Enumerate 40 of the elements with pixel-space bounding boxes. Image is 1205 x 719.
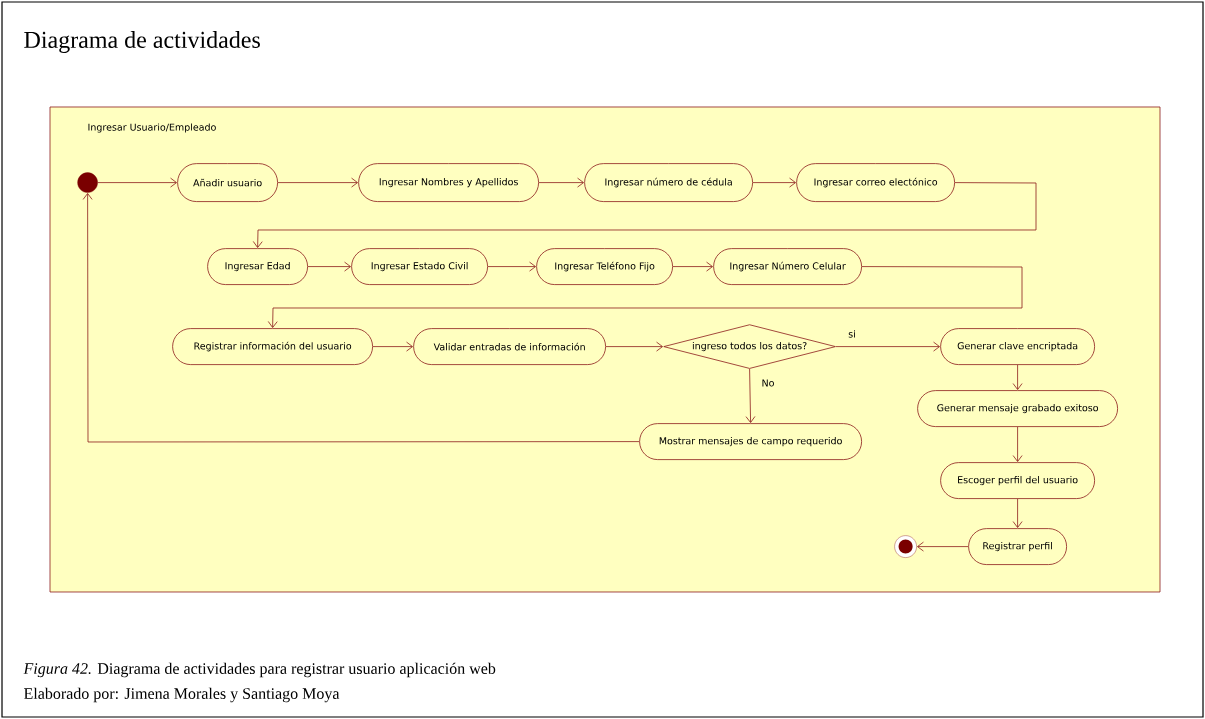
arrow [917, 541, 969, 552]
arrow [487, 261, 536, 272]
arrow [372, 341, 413, 352]
activity-box: Añadir usuario [177, 163, 278, 202]
activity-box: Generar clave encriptada [940, 328, 1095, 365]
arrow [538, 177, 584, 188]
figure-caption: Figura 42. Diagrama de actividades para registrar usuario aplicación web [23, 662, 496, 678]
arrow [835, 341, 940, 352]
arrow [752, 177, 796, 188]
activity-box: Ingresar Nombres y Apellidos [358, 163, 539, 202]
arrow [82, 193, 640, 443]
activity-box: Ingresar Edad [207, 248, 308, 285]
activity-box: Ingresar Estado Civil [351, 248, 488, 285]
activity-box: Registrar información del usuario [172, 328, 373, 365]
edge-label: No [760, 378, 776, 388]
arrow [1012, 498, 1023, 528]
arrow [745, 368, 756, 423]
arrow [605, 341, 663, 352]
activity-box: Escoger perfil del usuario [940, 462, 1095, 499]
diagram-title: Diagrama de actividades [24, 31, 260, 53]
arrow [307, 261, 351, 272]
activity-box: Ingresar número de cédula [584, 163, 753, 202]
activity-box: Validar entradas de información [413, 328, 606, 365]
arrow [1012, 364, 1023, 390]
activity-box: Ingresar Teléfono Fijo [536, 248, 673, 285]
end-dot [894, 535, 917, 558]
arrow [1012, 426, 1023, 462]
activity-box: Mostrar mensajes de campo requerido [639, 423, 862, 460]
arrow [252, 182, 1037, 248]
arrow [672, 261, 713, 272]
arrow [277, 177, 358, 188]
activity-box: Registrar perfil [968, 528, 1067, 565]
activity-box: Generar mensaje grabado exitoso [917, 390, 1118, 427]
edge-label: si [847, 329, 857, 339]
author-note: Elaborado por: Jimena Morales y Santiago Moya [24, 687, 340, 703]
start-dot [77, 172, 98, 193]
activity-box: Ingresar Número Celular [713, 248, 862, 285]
activity-box: Ingresar correo electónico [796, 163, 955, 202]
arrow [267, 266, 1023, 328]
arrow [97, 177, 177, 188]
